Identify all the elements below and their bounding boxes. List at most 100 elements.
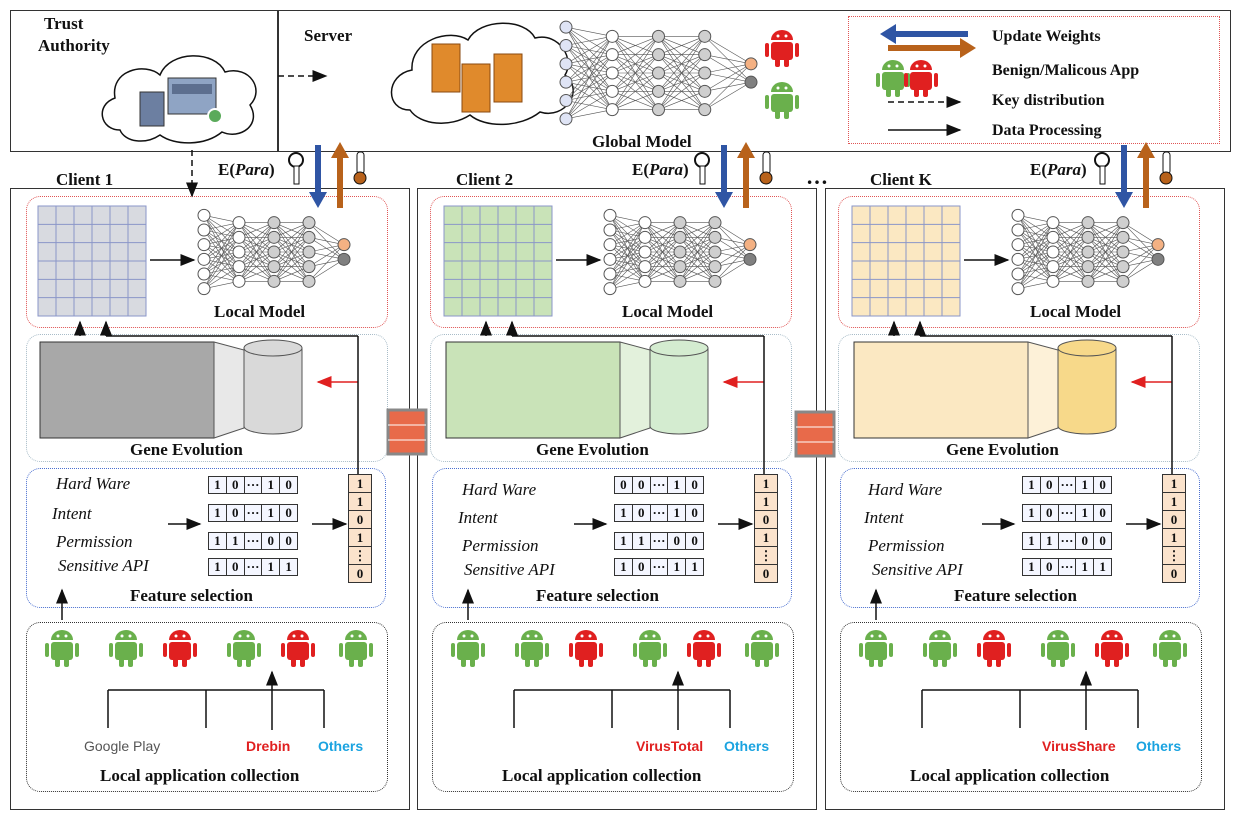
vector-cell: 1 — [285, 559, 292, 574]
param-suffix-1: ) — [269, 160, 275, 179]
client-1-source-drebin: Drebin — [246, 738, 291, 754]
client-2-database-icon — [649, 339, 709, 435]
client-2-local-model-label: Local Model — [622, 302, 714, 321]
vector-cell: 0 — [1076, 533, 1095, 549]
client-1-gene-label: Gene Evolution — [130, 440, 243, 459]
client-k-feature-permission: Permission — [868, 536, 945, 555]
vector-cell: 1 — [615, 559, 633, 575]
client-k-local-model-label: Local Model — [1030, 302, 1122, 321]
param-italic-2: Para — [649, 160, 683, 179]
vector-cell: ··· — [1059, 533, 1077, 549]
column-vector-cell: 0 — [755, 511, 777, 529]
vector-cell: 0 — [691, 505, 698, 520]
client-2-app-icon-1 — [451, 630, 485, 667]
vector-cell: ··· — [651, 477, 669, 493]
client-2-key-icon — [694, 152, 710, 185]
vector-cell: 0 — [285, 505, 292, 520]
upload-weights-arrowhead — [737, 142, 755, 158]
vector-cell: ··· — [651, 505, 669, 521]
client-1-title: Client 1 — [56, 170, 114, 189]
column-vector-cell: ⋮ — [349, 547, 371, 565]
client-1-feature-panel — [26, 468, 386, 608]
firewall-icon-1 — [386, 408, 428, 456]
client-k-collection-panel — [840, 622, 1202, 792]
client-1-data-grid — [37, 205, 147, 317]
client-1-source-others: Others — [318, 738, 364, 754]
client-1-thermometer-icon — [353, 151, 367, 185]
vector-cell: 0 — [668, 533, 687, 549]
legend-key-distribution: Key distribution — [992, 92, 1105, 109]
vector-cell: 1 — [227, 533, 245, 549]
vector-cell: 0 — [633, 477, 651, 493]
param-prefix-1: E( — [218, 160, 235, 179]
param-label-k: E(Para) — [1030, 160, 1087, 180]
legend-benign-android-icon — [765, 82, 799, 119]
client-1-feature-permission: Permission — [56, 532, 133, 551]
legend-benign-malicious: Benign/Malicous App — [992, 62, 1140, 79]
vector-cell: 1 — [209, 559, 227, 575]
vector-cell: 0 — [1041, 559, 1059, 575]
client-2-data-grid — [443, 205, 553, 317]
trust-authority-title-1: Trust — [44, 14, 84, 33]
client-k-source-others: Others — [1136, 738, 1182, 754]
vector-cell: 1 — [1023, 533, 1041, 549]
client-2-feature-intent: Intent — [458, 508, 498, 527]
vector-cell: 0 — [1041, 505, 1059, 521]
gene-funnel — [1027, 341, 1059, 439]
vector-cell: 1 — [691, 559, 698, 574]
vector-cell: 1 — [209, 533, 227, 549]
client-k-app-icon-6 — [1153, 630, 1187, 667]
download-weights-arrowhead — [1115, 192, 1133, 208]
vector-cell: 1 — [633, 533, 651, 549]
client-2-app-icon-4 — [633, 630, 667, 667]
vector-cell: 0 — [227, 505, 245, 521]
column-vector-cell: 0 — [762, 566, 770, 581]
client-2-feature-panel — [432, 468, 792, 608]
client-k-app-icon-1 — [859, 630, 893, 667]
column-vector-cell: 1 — [1163, 475, 1185, 493]
client-k-key-icon — [1094, 152, 1110, 185]
vector-cell: 1 — [668, 505, 687, 521]
vector-cell: 0 — [633, 559, 651, 575]
param-suffix-2: ) — [683, 160, 689, 179]
client-1-local-model-network — [197, 208, 351, 296]
server-cloud-icon — [390, 22, 574, 126]
legend-malicious-icon — [904, 60, 938, 97]
vector-cell: ··· — [245, 477, 263, 493]
client-1-app-icon-4 — [227, 630, 261, 667]
client-k-data-grid — [851, 205, 961, 317]
column-vector-cell: 1 — [349, 493, 371, 511]
vector-cell: ··· — [651, 559, 669, 575]
client-1-local-model-label: Local Model — [214, 302, 306, 321]
client-1-app-icon-6 — [339, 630, 373, 667]
client-1-feature-intent: Intent — [52, 504, 92, 523]
vector-cell: 1 — [615, 533, 633, 549]
vector-cell: ··· — [1059, 477, 1077, 493]
vector-cell: 1 — [1076, 505, 1095, 521]
client-1-app-icon-1 — [45, 630, 79, 667]
client-2-feature-label: Feature selection — [536, 586, 659, 605]
vector-cell: 1 — [1076, 477, 1095, 493]
vector-cell: 1 — [262, 559, 281, 575]
client-k-thermometer-icon — [1159, 151, 1173, 185]
client-2-title: Client 2 — [456, 170, 514, 189]
client-2-collection-panel — [432, 622, 794, 792]
vector-cell: 0 — [633, 505, 651, 521]
client-k-local-model-panel — [838, 196, 1200, 328]
vector-cell: 0 — [1041, 477, 1059, 493]
vector-cell: 0 — [691, 533, 698, 548]
vector-cell: ··· — [1059, 559, 1077, 575]
client-1-collection-panel — [26, 622, 388, 792]
client-1-collection-label: Local application collection — [100, 766, 300, 785]
column-vector-cell: 1 — [755, 493, 777, 511]
client-1-local-model-panel — [26, 196, 388, 328]
